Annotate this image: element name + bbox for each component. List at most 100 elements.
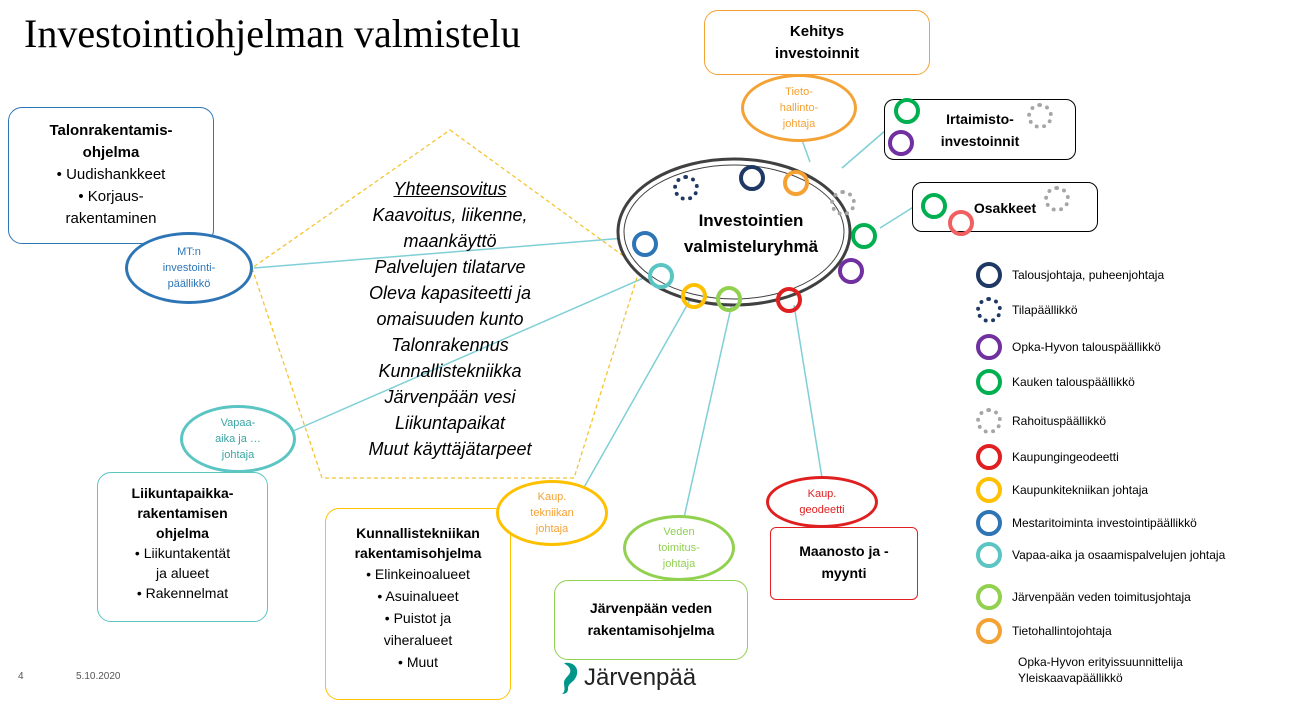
opka-hyvon-ring-icon <box>888 130 914 156</box>
jarvenpaa-logo-icon <box>562 662 578 694</box>
legend-ring-icon <box>976 584 1002 610</box>
legend-label: Kaupunkitekniikan johtaja <box>1012 483 1149 497</box>
kunnallistekniikka-box: Kunnallistekniikan rakentamisohjelma Eli… <box>325 508 511 700</box>
legend-label: Järvenpään veden toimitusjohtaja <box>1012 590 1191 604</box>
vapaa-ellipse: Vapaa- aika ja … johtaja <box>180 405 296 473</box>
legend-ring-icon <box>976 477 1002 503</box>
kaup-tekniikka-ellipse: Kaup. tekniikan johtaja <box>496 480 608 546</box>
geodeetti-ring-icon <box>948 210 974 236</box>
list-item: Rakennelmat <box>98 583 267 603</box>
legend-ring-icon <box>976 297 1002 323</box>
kauken-ring-icon <box>894 98 920 124</box>
list-item: Korjaus- rakentaminen <box>9 186 213 230</box>
coordination-item: Oleva kapasiteetti ja <box>368 283 532 303</box>
center-label: Investointien valmisteluryhmä <box>683 211 819 256</box>
coordination-pentagon <box>251 129 641 479</box>
box-title: Kehitys investoinnit <box>774 23 860 62</box>
list-item: Asuinalueet <box>326 585 510 607</box>
vapaa-aika-ring-icon <box>648 263 674 289</box>
legend-ring-icon <box>976 334 1002 360</box>
kauken-ring-icon <box>851 223 877 249</box>
legend-item: Kauken talouspäällikkö <box>976 369 1135 395</box>
legend-ring-icon <box>976 618 1002 644</box>
rahoituspaallikko-ring-icon <box>1027 103 1053 129</box>
legend-ring-icon <box>976 542 1002 568</box>
box-title: Järvenpään veden rakentamisohjelma <box>587 600 715 638</box>
legend-item: Opka-Hyvon talouspäällikkö <box>976 334 1161 360</box>
coordination-item: Kunnallistekniikka <box>378 361 522 381</box>
page-number: 4 <box>18 671 24 682</box>
kaupunkitekniikka-ring-icon <box>681 283 707 309</box>
coordination-item: omaisuuden kunto <box>376 309 524 329</box>
legend-ring-icon <box>976 510 1002 536</box>
logo-text: Järvenpää <box>584 664 697 691</box>
tietohallinto-ellipse: Tieto- hallinto- johtaja <box>741 74 857 142</box>
vesi-box: Järvenpään veden rakentamisohjelma <box>554 580 748 660</box>
legend-label: Talousjohtaja, puheenjohtaja <box>1012 268 1165 282</box>
page-title: Investointiohjelman valmistelu <box>24 11 521 56</box>
ellipse-text: MT:n investointi- päällikkö <box>162 246 216 290</box>
tilapaallikko-ring-icon <box>673 175 699 201</box>
legend-item: Tietohallintojohtaja <box>976 618 1112 644</box>
legend-item: Järvenpään veden toimitusjohtaja <box>976 584 1191 610</box>
footer-date: 5.10.2020 <box>76 671 121 682</box>
box-title: Talonrakentamis- ohjelma <box>49 122 173 161</box>
legend-label: Tilapäällikkö <box>1012 303 1078 317</box>
coordination-item: Palvelujen tilatarve <box>374 257 526 277</box>
kehitys-box: Kehitys investoinnit <box>704 10 930 75</box>
ellipse-text: Vapaa- aika ja … johtaja <box>215 417 261 461</box>
box-title: Irtaimisto- investoinnit <box>940 111 1020 149</box>
box-title: Maanosto ja - myynti <box>799 543 889 581</box>
list-item: Puistot ja viheralueet <box>326 607 510 651</box>
legend-extra: Opka-Hyvon erityissuunnittelija <box>1018 655 1183 669</box>
box-title: Kunnallistekniikan rakentamisohjelma <box>354 525 482 561</box>
legend-label: Opka-Hyvon talouspäällikkö <box>1012 340 1161 354</box>
legend-item: Kaupunkitekniikan johtaja <box>976 477 1148 503</box>
rahoituspaallikko-ring-icon <box>830 190 856 216</box>
mestaritoiminta-ring-icon <box>632 231 658 257</box>
legend-item: Rahoituspäällikkö <box>976 408 1106 434</box>
mtn-ellipse: MT:n investointi- päällikkö <box>125 232 253 304</box>
ellipse-text: Veden toimitus- johtaja <box>658 526 700 570</box>
kauken-ring-icon <box>921 193 947 219</box>
ellipse-text: Kaup. geodeetti <box>799 488 845 516</box>
list-item: Elinkeinoalueet <box>326 563 510 585</box>
coordination-item: maankäyttö <box>403 231 497 251</box>
tietohallintojohtaja-ring-icon <box>783 170 809 196</box>
talousjohtaja-ring-icon <box>739 165 765 191</box>
coordination-item: Talonrakennus <box>391 335 509 355</box>
veden-ring-icon <box>716 286 742 312</box>
geodeetti-ellipse: Kaup. geodeetti <box>766 476 878 528</box>
ellipse-text: Kaup. tekniikan johtaja <box>530 491 574 535</box>
legend-label: Mestaritoiminta investointipäällikkö <box>1012 516 1197 530</box>
jarvenpaa-logo: Järvenpää <box>558 660 696 696</box>
legend-item: Kaupungingeodeetti <box>976 444 1119 470</box>
legend-ring-icon <box>976 444 1002 470</box>
liikuntapaikka-box: Liikuntapaikka- rakentamisen ohjelma Lii… <box>97 472 268 622</box>
opka-hyvon-ring-icon <box>838 258 864 284</box>
veden-ellipse: Veden toimitus- johtaja <box>623 515 735 581</box>
ellipse-text: Tieto- hallinto- johtaja <box>779 86 819 130</box>
coordination-heading: Yhteensovitus <box>393 179 507 199</box>
rahoituspaallikko-ring-icon <box>1044 186 1070 212</box>
coordination-item: Liikuntapaikat <box>394 413 506 433</box>
legend-label: Vapaa-aika ja osaamispalvelujen johtaja <box>1012 548 1226 562</box>
legend-ring-icon <box>976 408 1002 434</box>
legend-label: Kaupungingeodeetti <box>1012 450 1119 464</box>
legend-label: Tietohallintojohtaja <box>1012 624 1112 638</box>
coordination-text: Yhteensovitus Kaavoitus, liikenne, maank… <box>330 176 570 462</box>
legend-ring-icon <box>976 369 1002 395</box>
list-item: Muut <box>326 651 510 673</box>
coordination-item: Järvenpään vesi <box>384 387 516 407</box>
box-title: Osakkeet <box>973 200 1037 216</box>
box-title: Liikuntapaikka- rakentamisen ohjelma <box>131 485 234 541</box>
legend-item: Talousjohtaja, puheenjohtaja <box>976 262 1164 288</box>
legend-item: Mestaritoiminta investointipäällikkö <box>976 510 1197 536</box>
coordination-item: Kaavoitus, liikenne, <box>372 205 528 225</box>
legend-label: Kauken talouspäällikkö <box>1012 375 1135 389</box>
legend-item: Tilapäällikkö <box>976 297 1078 323</box>
list-item: Liikuntakentät ja alueet <box>98 543 267 583</box>
coordination-item: Muut käyttäjätarpeet <box>368 439 532 459</box>
legend-extra: Yleiskaavapäällikkö <box>1018 671 1123 685</box>
geodeetti-ring-icon <box>776 287 802 313</box>
